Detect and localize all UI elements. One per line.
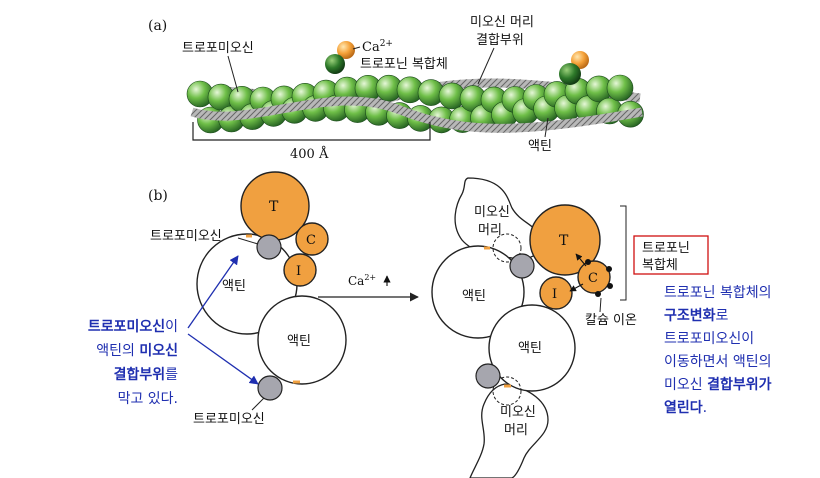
movement-arrow-left [569, 283, 584, 292]
label-tropomyosin-b-bottom: 트로포미오신 [193, 412, 265, 427]
leader-calcium-ion [599, 297, 602, 313]
actin-right-upper [431, 245, 525, 339]
note-left-line4: 막고 있다. [118, 391, 178, 407]
label-myosin-head-bottom-l2: 머리 [504, 423, 528, 438]
label-myosin-head-top-l2: 머리 [478, 223, 502, 238]
note-left-line3: 결합부위를 [114, 366, 179, 383]
label-myosin-site-l1: 미오신 머리 [470, 15, 534, 30]
calcium-ion-dot-3 [607, 283, 613, 289]
label-t-right: T [559, 233, 569, 249]
tropomyosin-left-upper [256, 234, 282, 260]
label-i-right: I [552, 287, 557, 302]
troponin-i-right [539, 276, 573, 310]
label-t-left: T [269, 199, 279, 215]
label-troponin-box-l1: 트로포닌 [642, 241, 690, 256]
myosin-head-bottom [469, 383, 549, 478]
leader-ca [352, 46, 361, 50]
tropomyosin-right-lower [475, 363, 501, 389]
label-ca: Ca2+ [362, 39, 393, 55]
tropomyosin-left-lower [257, 375, 283, 401]
calcium-ion-dot-1 [585, 259, 591, 265]
contact-site-top [492, 233, 522, 263]
label-actin-b-right-upper: 액틴 [462, 289, 486, 304]
actin-left-lower [257, 295, 347, 385]
note-right-line5: 미오신 결합부위가 [664, 376, 772, 393]
movement-arrow-up [575, 253, 587, 267]
label-myosin-site-l2: 결합부위 [476, 33, 524, 48]
leader-tropomyosin-b-bottom [251, 397, 265, 411]
actin-right-lower [488, 304, 576, 392]
label-actin-b-right-lower: 액틴 [518, 341, 542, 356]
leader-myosin-site [477, 47, 495, 85]
label-length: 400 Å [290, 146, 329, 162]
label-tropomyosin-b-top: 트로포미오신 [150, 229, 222, 244]
label-i-left: I [296, 264, 301, 279]
label-c-left: C [306, 233, 316, 248]
note-right-line3: 트로포미오신이 [664, 331, 754, 347]
label-myosin-head-bottom-l1: 미오신 [500, 405, 536, 420]
note-right-line2: 구조변화로 [664, 308, 729, 324]
label-troponin-box-l2: 복합체 [642, 258, 678, 273]
label-ca-arrow: Ca2+ [348, 273, 376, 288]
tropomyosin-right-upper [509, 253, 535, 279]
note-left-line2: 액틴의 미오신 [96, 343, 178, 359]
troponin-i-left [283, 253, 317, 287]
contact-site-bottom [492, 376, 522, 406]
label-actin-b-left-lower: 액틴 [287, 334, 311, 349]
ca-ion-a1 [337, 41, 355, 59]
leader-actin-a [544, 117, 549, 138]
troponin-t-right [529, 204, 601, 276]
label-myosin-head-top-l1: 미오신 [474, 205, 510, 220]
label-c-right: C [588, 271, 598, 286]
troponin-c-left [295, 222, 329, 256]
tropomyosin-strand-front [190, 96, 643, 133]
note-right-line4: 이동하면서 액틴의 [664, 354, 772, 370]
myosin-head-top [454, 177, 543, 260]
note-left-line1: 트로포미오신이 [88, 319, 178, 335]
label-actin-b-left-upper: 액틴 [222, 279, 246, 294]
note-right-line1: 트로포닌 복합체의 [664, 285, 772, 301]
calcium-ion-dot-2 [606, 266, 612, 272]
troponin-complex-a1 [325, 54, 345, 74]
note-right-line6: 열린다. [664, 399, 707, 416]
blue-arrow-upper [187, 255, 239, 329]
label-calcium-ion: 칼슘 이온 [585, 313, 637, 328]
troponin-complex-box [633, 235, 709, 275]
calcium-ion-dot-4 [595, 291, 601, 297]
label-troponin-complex-a: 트로포닌 복합체 [360, 57, 448, 72]
troponin-complex-a2 [559, 63, 581, 85]
panel-a-label: (a) [148, 18, 167, 34]
leader-tropomyosin-a [227, 55, 239, 93]
troponin-bracket [620, 205, 627, 301]
label-actin-a: 액틴 [528, 139, 552, 154]
leader-tropomyosin-b-top [237, 237, 259, 245]
length-bracket [192, 122, 431, 141]
actin-bead [606, 74, 634, 102]
label-tropomyosin-a: 트로포미오신 [182, 41, 254, 56]
panel-b-label: (b) [148, 188, 168, 204]
blue-arrow-lower [187, 333, 259, 385]
troponin-c-right [577, 260, 611, 294]
